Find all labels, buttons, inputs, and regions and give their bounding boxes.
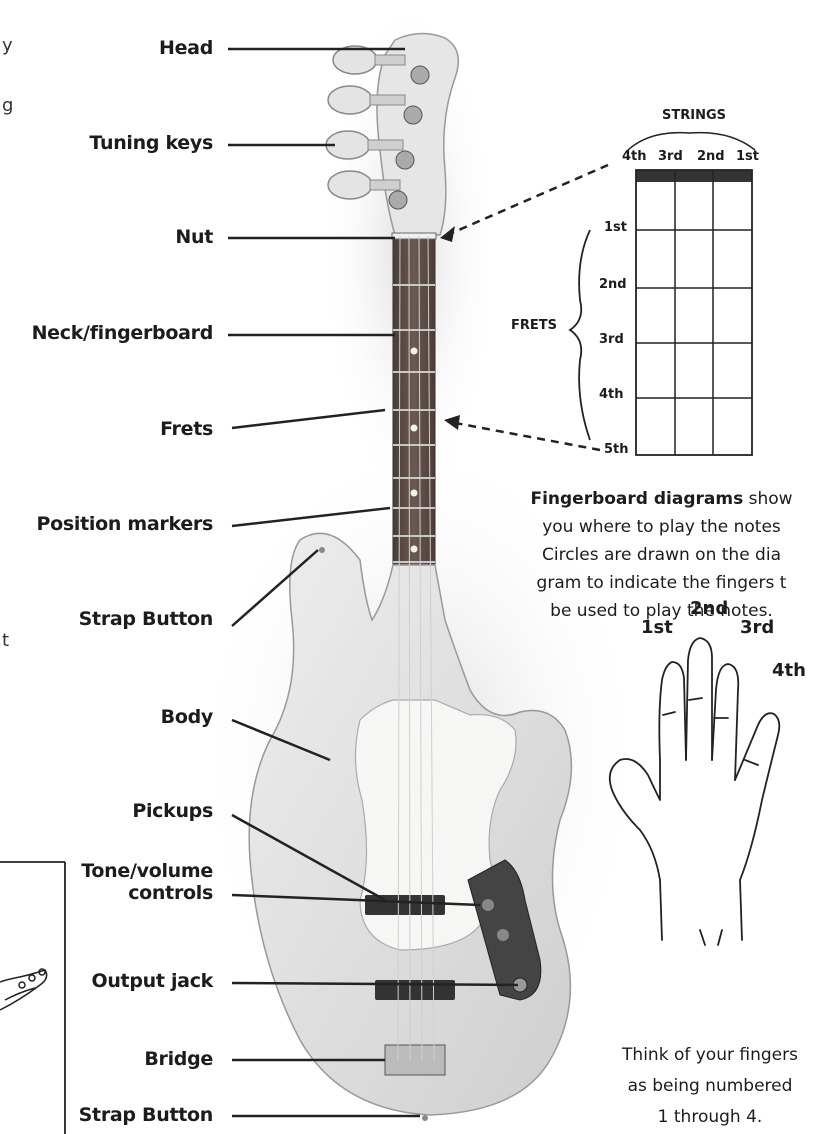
label-body: Body — [161, 706, 213, 728]
string-label-3rd: 3rd — [658, 149, 683, 164]
fingerboard-caption-line3: Circles are drawn on the dia — [503, 541, 820, 569]
label-head: Head — [159, 37, 213, 59]
label-neck: Neck/fingerboard — [32, 322, 213, 344]
label-tuning-keys: Tuning keys — [89, 132, 213, 154]
finger-label-1st: 1st — [641, 617, 673, 638]
strap-button-top — [319, 547, 325, 553]
label-position-markers: Position markers — [37, 513, 213, 535]
hand-caption-line2: as being numbered — [600, 1071, 820, 1102]
string-label-4th: 4th — [622, 149, 647, 164]
strap-button-bottom — [422, 1115, 428, 1121]
frets-title: FRETS — [511, 318, 557, 333]
grid-nut — [636, 170, 752, 182]
fret-label-5th: 5th — [604, 442, 629, 457]
finger-label-3rd: 3rd — [740, 617, 774, 638]
label-tone-volume-line2: controls — [81, 882, 213, 904]
fingerboard-caption-line2: you where to play the notes — [503, 513, 820, 541]
string-label-2nd: 2nd — [697, 149, 725, 164]
hand-caption-line3: 1 through 4. — [600, 1102, 820, 1133]
finger-label-4th: 4th — [772, 660, 806, 681]
inset-headstock — [0, 969, 47, 1010]
hand-caption-line1: Think of your fingers — [600, 1040, 820, 1071]
strings-brace — [628, 133, 755, 150]
fret-label-1st: 1st — [604, 220, 627, 235]
fingerboard-caption-rest: show — [743, 489, 792, 509]
tone-knob — [497, 929, 509, 941]
inset-box — [0, 862, 65, 1134]
frets-brace — [570, 230, 590, 440]
label-nut: Nut — [175, 226, 213, 248]
fret-label-2nd: 2nd — [599, 277, 627, 292]
fingerboard-grid — [570, 133, 755, 455]
strings-title: STRINGS — [662, 108, 726, 123]
label-output-jack: Output jack — [91, 970, 213, 992]
bridge — [385, 1045, 445, 1075]
label-pickups: Pickups — [132, 800, 213, 822]
fingerboard-caption-line1: Fingerboard diagrams show — [503, 485, 820, 513]
nut — [392, 233, 436, 239]
hand-caption: Think of your fingers as being numbered … — [600, 1040, 820, 1133]
string-label-1st: 1st — [736, 149, 759, 164]
label-strap-button-bottom: Strap Button — [79, 1104, 213, 1126]
fret-label-4th: 4th — [599, 387, 624, 402]
fingerboard-caption-line4: gram to indicate the fingers t — [503, 569, 820, 597]
label-strap-button: Strap Button — [79, 608, 213, 630]
volume-knob — [482, 899, 494, 911]
fret-label-3rd: 3rd — [599, 332, 624, 347]
label-tone-volume: Tone/volume controls — [81, 860, 213, 904]
fingerboard-caption-bold: Fingerboard diagrams — [530, 489, 743, 509]
label-tone-volume-line1: Tone/volume — [81, 860, 213, 882]
label-frets: Frets — [160, 418, 213, 440]
label-bridge: Bridge — [144, 1048, 213, 1070]
fingerboard-caption: Fingerboard diagrams show you where to p… — [503, 485, 820, 625]
finger-label-2nd: 2nd — [690, 598, 728, 619]
